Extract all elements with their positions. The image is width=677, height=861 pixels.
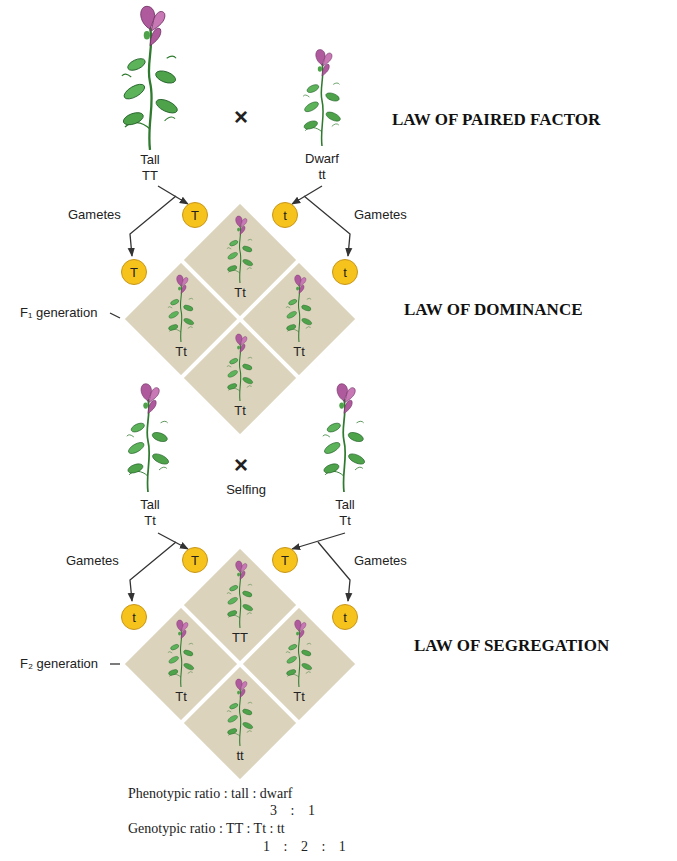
label: Selfing	[226, 482, 266, 497]
punnett-cell: Tt	[181, 319, 299, 437]
label: ×	[234, 452, 248, 478]
genotype-text: tt	[236, 748, 243, 763]
genotype-text: Tt	[293, 344, 305, 359]
label: ×	[234, 104, 248, 130]
label: Gametes	[68, 207, 121, 222]
label: F₂ generation	[20, 656, 98, 671]
label: Tall	[140, 152, 160, 167]
gamete-circle: T	[272, 547, 298, 573]
label: Gametes	[354, 553, 407, 568]
label: Tall	[140, 497, 160, 512]
gamete-circle: t	[332, 259, 358, 285]
gamete-circle: T	[182, 202, 208, 228]
genotype-text: TT	[232, 630, 248, 645]
label: tt	[318, 167, 325, 182]
label: Tall	[335, 497, 355, 512]
cell-diamond	[181, 319, 299, 437]
law-heading: LAW OF PAIRED FACTOR	[392, 110, 600, 130]
law-heading: LAW OF DOMINANCE	[404, 300, 583, 320]
allele-text: T	[191, 208, 199, 223]
label: Gametes	[66, 553, 119, 568]
ratio-text: 3 : 1	[270, 803, 315, 819]
gamete-circle: T	[182, 547, 208, 573]
allele-text: t	[132, 610, 136, 625]
label: TT	[142, 168, 158, 183]
allele-text: t	[343, 265, 347, 280]
genotype-text: Tt	[175, 344, 187, 359]
genotype-text: Tt	[234, 285, 246, 300]
label: F₁ generation	[20, 305, 97, 320]
label: Gametes	[354, 207, 407, 222]
allele-text: T	[191, 553, 199, 568]
ratio-text: Genotypic ratio : TT : Tt : tt	[128, 821, 285, 837]
gamete-circle: t	[272, 202, 298, 228]
cell-diamond	[181, 664, 299, 782]
genotype-text: Tt	[293, 689, 305, 704]
gamete-circle: T	[121, 259, 147, 285]
label: Dwarf	[305, 151, 339, 166]
law-heading: LAW OF SEGREGATION	[414, 636, 609, 656]
allele-text: t	[343, 610, 347, 625]
allele-text: T	[130, 265, 138, 280]
punnett-cell: tt	[181, 664, 299, 782]
allele-text: T	[281, 553, 289, 568]
genotype-text: Tt	[175, 689, 187, 704]
ratio-text: 1 : 2 : 1	[263, 839, 346, 855]
ratio-text: Phenotypic ratio : tall : dwarf	[128, 786, 292, 802]
genotype-text: Tt	[234, 403, 246, 418]
label: Tt	[339, 513, 351, 528]
allele-text: t	[283, 208, 287, 223]
gamete-circle: t	[332, 604, 358, 630]
gamete-circle: t	[121, 604, 147, 630]
label: Tt	[144, 513, 156, 528]
